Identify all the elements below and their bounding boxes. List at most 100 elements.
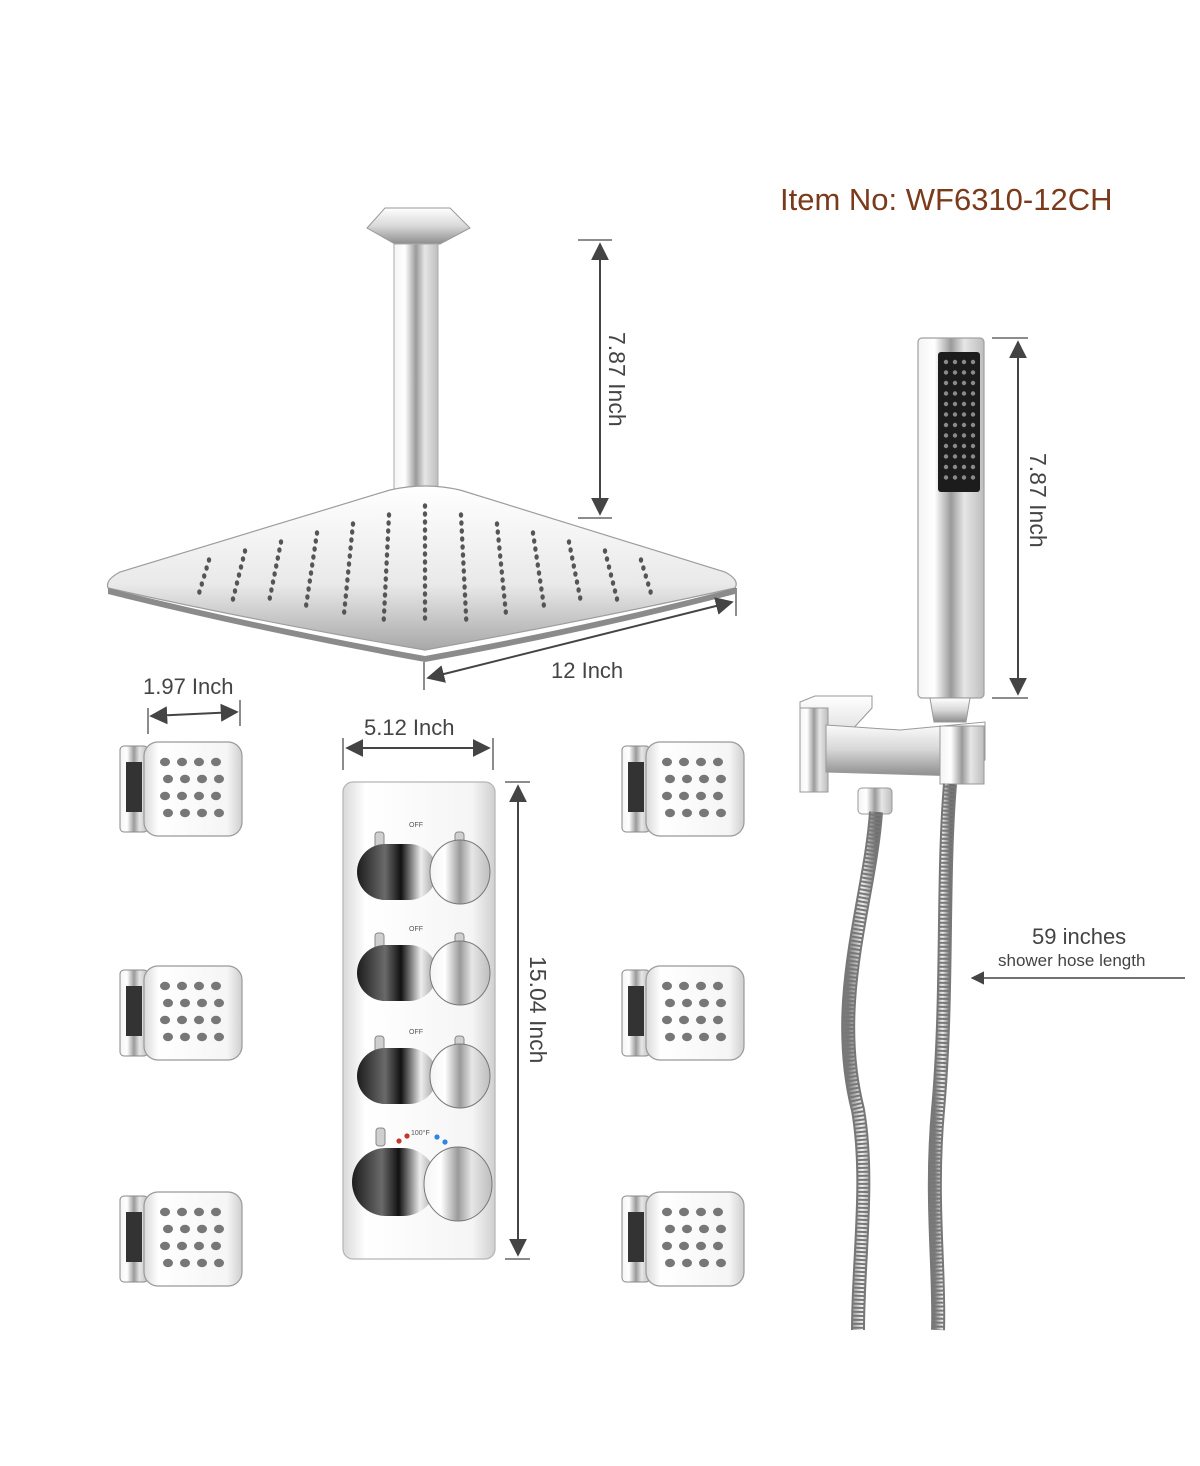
jet-nozzle bbox=[177, 1015, 187, 1025]
jet-nozzle bbox=[211, 1207, 221, 1217]
temperature-dots bbox=[396, 1133, 448, 1145]
nozzle-dot bbox=[383, 584, 388, 590]
nozzle-dot bbox=[306, 586, 311, 592]
handheld-nozzle bbox=[970, 380, 976, 386]
nozzle-dot bbox=[610, 580, 616, 586]
valve-handle-1 bbox=[357, 831, 491, 905]
jet-nozzle bbox=[194, 757, 204, 767]
handheld-nozzle bbox=[961, 412, 967, 417]
nozzle-dot bbox=[539, 586, 544, 592]
nozzle-dot bbox=[648, 589, 653, 595]
body-jet-1 bbox=[119, 741, 243, 837]
nozzle-dot bbox=[386, 528, 391, 534]
nozzle-dot bbox=[384, 552, 390, 558]
jet-nozzle bbox=[177, 981, 187, 991]
nozzle-dot bbox=[384, 560, 389, 566]
nozzle-dot bbox=[304, 602, 309, 608]
handheld-nozzle bbox=[943, 391, 949, 396]
handheld-nozzle bbox=[952, 401, 958, 407]
nozzle-dot bbox=[312, 546, 317, 552]
nozzle-dot bbox=[230, 596, 236, 602]
nozzle-dot bbox=[461, 568, 466, 574]
body-jet-width-dimension bbox=[147, 700, 241, 734]
jet-nozzle bbox=[716, 808, 726, 818]
jet-nozzle bbox=[699, 998, 709, 1008]
handheld-nozzle bbox=[943, 464, 949, 470]
handheld-nozzle bbox=[961, 391, 967, 396]
jet-nozzle bbox=[665, 1258, 675, 1268]
jet-nozzle bbox=[679, 791, 689, 801]
jet-nozzle bbox=[662, 791, 672, 801]
nozzle-dot bbox=[573, 571, 578, 577]
jet-nozzle bbox=[696, 1207, 706, 1217]
nozzle-dot bbox=[536, 570, 542, 576]
nozzle-dot bbox=[197, 589, 202, 595]
jet-nozzle bbox=[679, 757, 689, 767]
jet-nozzle bbox=[713, 1207, 723, 1217]
handheld-nozzle bbox=[961, 454, 967, 459]
nozzle-dot bbox=[540, 594, 545, 600]
jet-nozzle bbox=[716, 1224, 726, 1234]
jet-nozzle bbox=[214, 1258, 224, 1268]
nozzle-dot bbox=[498, 553, 503, 559]
nozzle-dot bbox=[381, 616, 386, 622]
jet-nozzle bbox=[180, 808, 190, 818]
jet-nozzle bbox=[716, 998, 726, 1008]
rain-shower-head bbox=[106, 207, 737, 662]
jet-nozzle bbox=[713, 981, 723, 991]
nozzle-dot bbox=[342, 609, 347, 615]
jet-nozzle bbox=[214, 808, 224, 818]
jet-nozzle bbox=[211, 981, 221, 991]
nozzle-dot bbox=[461, 560, 466, 566]
shower-arm-dimension bbox=[578, 239, 612, 519]
nozzle-dot bbox=[643, 573, 648, 579]
nozzle-dot bbox=[242, 548, 248, 554]
hose-length-value: 59 inches bbox=[1032, 924, 1127, 949]
valve-handle-3 bbox=[357, 1035, 491, 1109]
handheld-nozzle bbox=[943, 359, 949, 365]
handheld-nozzle bbox=[970, 475, 976, 480]
handheld-shower bbox=[917, 337, 985, 723]
handheld-nozzle bbox=[952, 380, 958, 386]
shower-arm-length-label: 7.87 Inch bbox=[604, 332, 630, 427]
jet-nozzle bbox=[160, 757, 170, 767]
jet-nozzle bbox=[716, 1258, 726, 1268]
jet-nozzle bbox=[214, 1224, 224, 1234]
nozzle-dot bbox=[343, 593, 348, 599]
nozzle-dot bbox=[464, 616, 469, 622]
nozzle-dot bbox=[502, 593, 507, 599]
nozzle-dot bbox=[568, 547, 573, 553]
nozzle-dot bbox=[346, 561, 352, 567]
jet-nozzle bbox=[197, 808, 207, 818]
handheld-nozzle bbox=[952, 443, 958, 449]
nozzle-dot bbox=[314, 530, 320, 536]
jet-nozzle bbox=[662, 1207, 672, 1217]
nozzle-dot bbox=[541, 602, 546, 608]
jet-nozzle bbox=[197, 1224, 207, 1234]
nozzle-dot bbox=[460, 536, 465, 542]
jet-nozzle bbox=[682, 998, 692, 1008]
handheld-nozzle bbox=[961, 359, 967, 365]
handheld-nozzle bbox=[952, 422, 958, 428]
nozzle-dot bbox=[422, 559, 428, 565]
jet-nozzle bbox=[214, 998, 224, 1008]
shower-head-width-label: 12 Inch bbox=[551, 658, 624, 683]
valve-width-label: 5.12 Inch bbox=[364, 715, 455, 740]
jet-nozzle bbox=[197, 1032, 207, 1042]
body-jet-width-label: 1.97 Inch bbox=[143, 674, 234, 699]
jet-nozzle bbox=[682, 1258, 692, 1268]
jet-nozzle bbox=[713, 1241, 723, 1251]
nozzle-dot bbox=[535, 562, 540, 568]
nozzle-dot bbox=[385, 536, 390, 542]
nozzle-dot bbox=[499, 569, 504, 575]
jet-nozzle bbox=[194, 981, 204, 991]
nozzle-dot bbox=[267, 595, 272, 601]
handheld-nozzle bbox=[961, 433, 967, 438]
nozzle-dot bbox=[232, 588, 238, 594]
handheld-nozzle bbox=[952, 391, 958, 396]
nozzle-dot bbox=[538, 578, 543, 584]
jet-nozzle bbox=[214, 774, 224, 784]
jet-nozzle bbox=[177, 791, 187, 801]
nozzle-dot bbox=[497, 545, 502, 551]
